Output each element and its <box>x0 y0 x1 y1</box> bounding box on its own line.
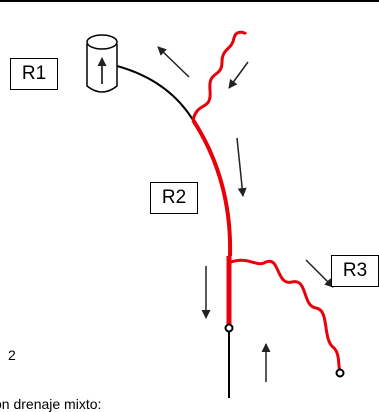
junction-node-main <box>224 323 234 333</box>
page-number-fragment: 2 <box>8 347 16 363</box>
region-label-r3: R3 <box>331 255 379 287</box>
pipe-r1-segment <box>116 65 194 121</box>
region-label-r2: R2 <box>150 182 198 214</box>
flow-arrow-r3-branch <box>305 259 334 288</box>
pipe-r2-main <box>191 118 233 257</box>
flow-arrow-upper-left <box>157 46 190 78</box>
pipe-upper-branch <box>191 30 248 121</box>
flow-arrow-r2 <box>236 137 247 197</box>
cylinder-tank-icon <box>86 34 118 93</box>
top-border-line <box>0 0 379 2</box>
junction-node-r3 <box>335 368 345 378</box>
caption-fragment: on drenaje mixto: <box>0 396 102 412</box>
flow-arrow-upper-branch <box>228 61 249 89</box>
pipe-r3-branch <box>230 258 342 373</box>
region-label-r1: R1 <box>10 58 58 90</box>
